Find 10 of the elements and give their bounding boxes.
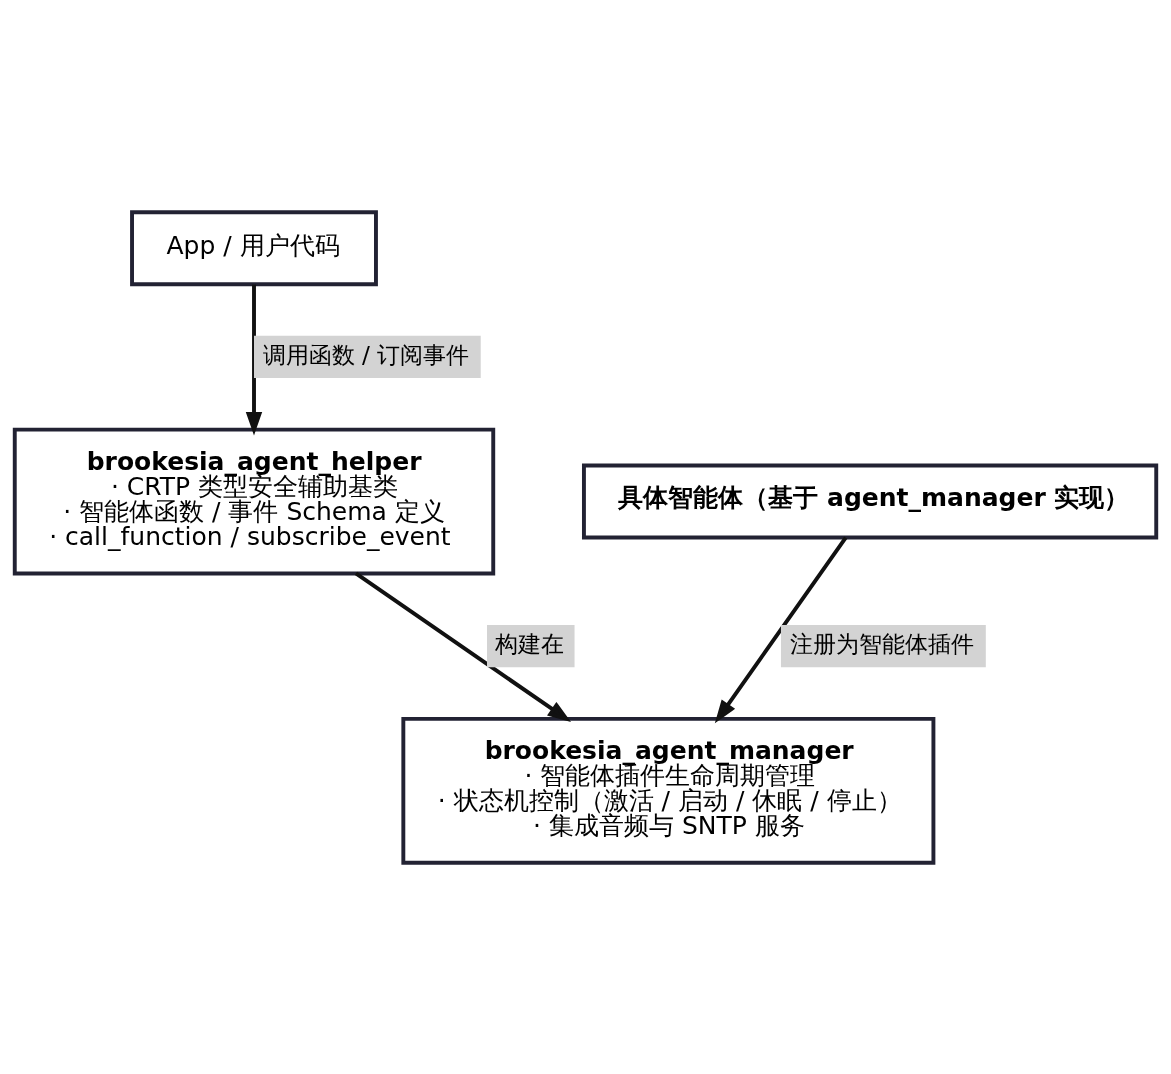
node-box: 具体智能体（基于 agent_manager 实现） — [582, 463, 1159, 539]
edge-label: 构建在 — [494, 629, 564, 658]
node-box: brookesia_agent_helper · CRTP 类型安全辅助基类 · 智能体函数 / 事件 Schema 定义 · call_function / subscribe_event — [12, 427, 496, 575]
arrow — [245, 284, 263, 435]
arrow — [354, 571, 572, 722]
node-box: App / 用户代码 — [130, 209, 378, 286]
edge-label: 注册为智能体插件 — [789, 629, 974, 658]
edge-label: 调用函数 / 订阅事件 — [262, 340, 470, 369]
node-box: brookesia_agent_manager · 智能体插件生命周期管理 · 状态机控制（激活 / 启动 / 休眠 / 停止） · 集成音频与 SNTP 服务 — [401, 716, 936, 865]
arrow — [714, 536, 848, 723]
